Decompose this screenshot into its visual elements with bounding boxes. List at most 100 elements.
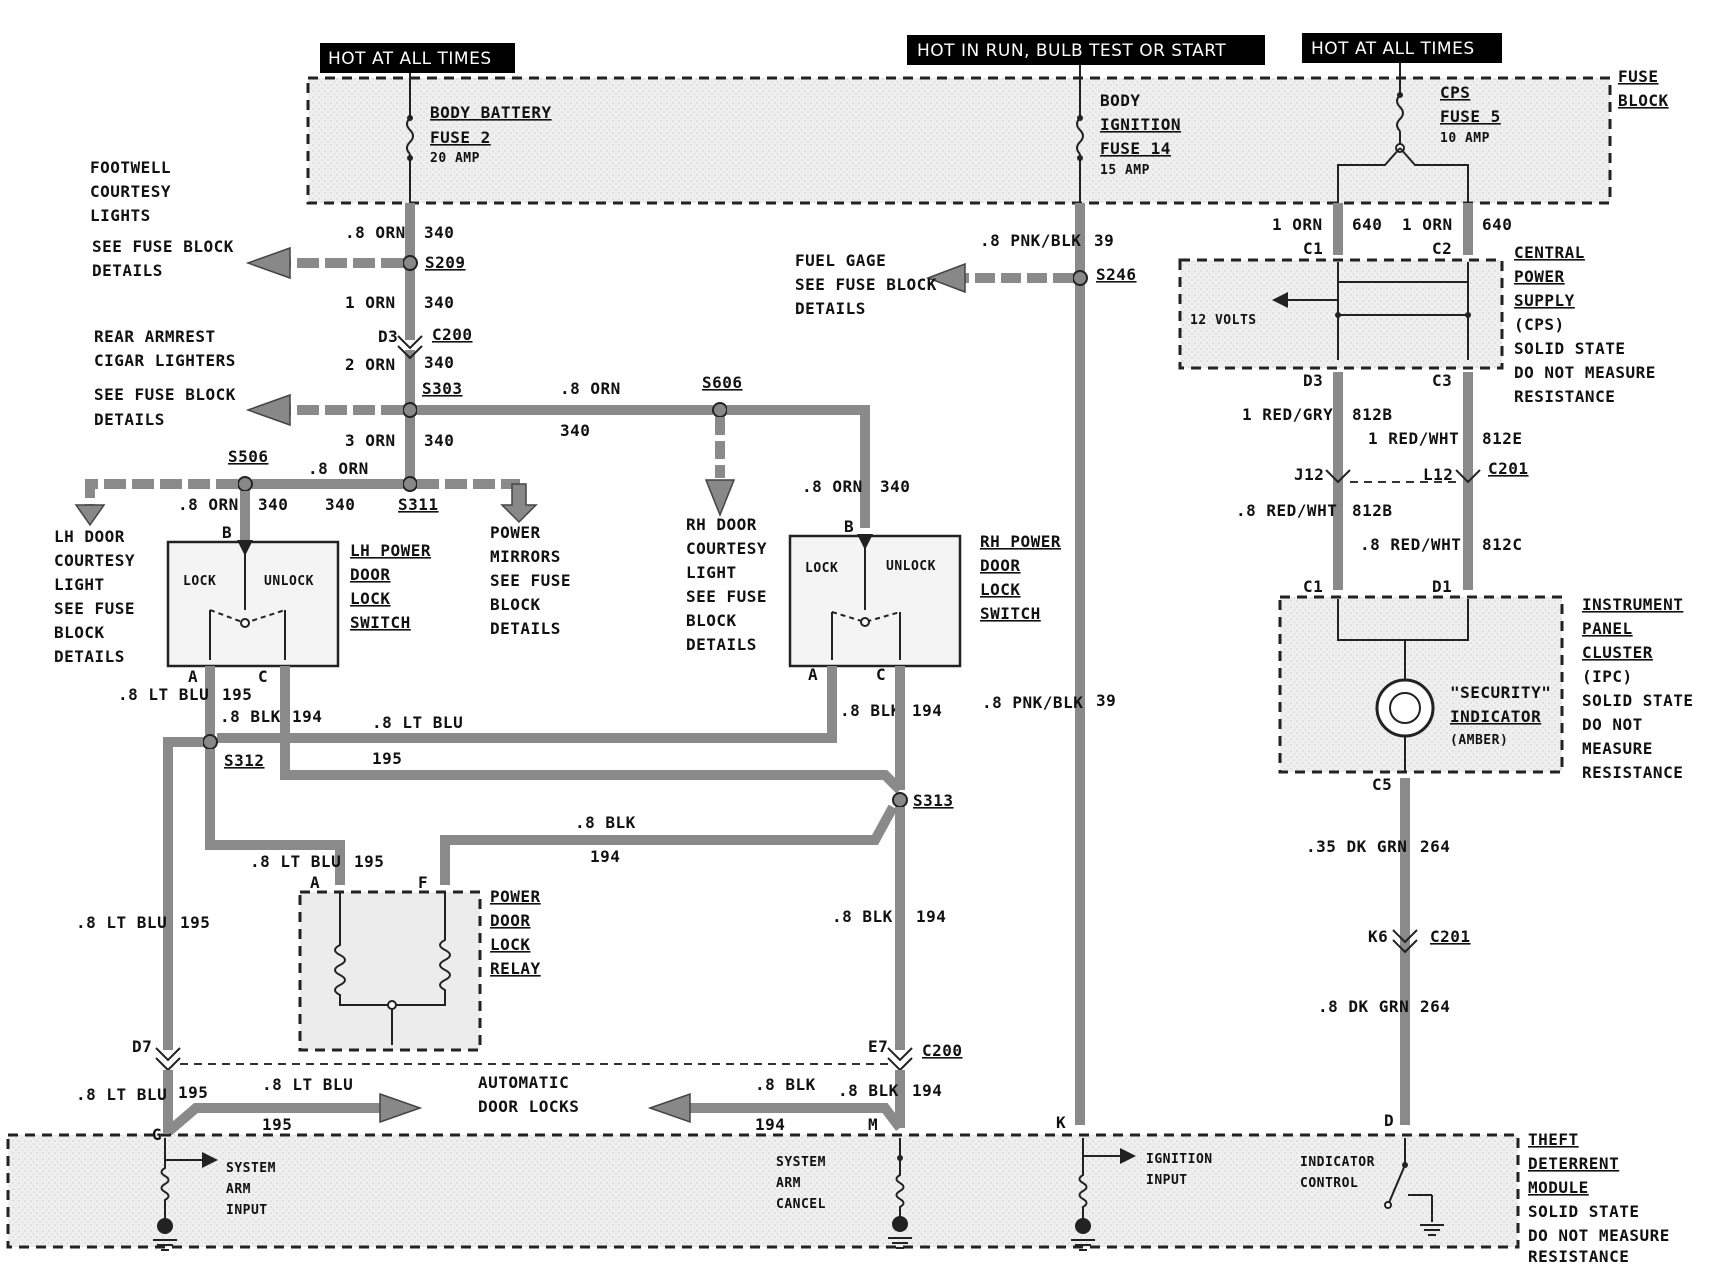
- arrow-lh-courtesy-icon: [74, 504, 106, 527]
- splice-s303: [402, 402, 418, 418]
- arrow-power-mirrors-icon: [500, 483, 538, 524]
- label-ltblu-e: .8 LT BLU: [76, 1085, 167, 1104]
- splice-s311: [402, 476, 418, 492]
- label-812b-b: 812B: [1352, 501, 1393, 520]
- label-a-rh: A: [808, 665, 818, 684]
- footwell-3: LIGHTS: [90, 206, 151, 225]
- wire-194-relay: [440, 804, 898, 885]
- label-ltblu-a: .8 LT BLU: [118, 685, 209, 704]
- label-k: K: [1056, 1113, 1066, 1132]
- relay-4: RELAY: [490, 959, 541, 978]
- label-blk-c: .8 BLK: [575, 813, 636, 832]
- rh-switch-box: [788, 534, 962, 668]
- rh-switch-3: LOCK: [980, 580, 1021, 599]
- rh-courtesy-2: COURTESY: [686, 539, 767, 558]
- label-340-rh: 340: [880, 477, 910, 496]
- fuse2-line1: BODY BATTERY: [430, 103, 552, 122]
- label-c-lh: C: [258, 667, 268, 686]
- label-blk-a: .8 BLK: [220, 707, 281, 726]
- header-hot-right: HOT AT ALL TIMES: [1302, 33, 1502, 63]
- arm-cancel-2: ARM: [776, 1176, 801, 1191]
- cps-12-volts: 12 VOLTS: [1190, 313, 1257, 328]
- arm-input-1: SYSTEM: [226, 1161, 276, 1176]
- lh-switch-4: SWITCH: [350, 613, 411, 632]
- tdm-5: DO NOT MEASURE: [1528, 1226, 1670, 1245]
- ign-input-1: IGNITION: [1146, 1152, 1213, 1167]
- label-812e: 812E: [1482, 429, 1523, 448]
- lh-switch-3: LOCK: [350, 589, 391, 608]
- fuse5-line3: 10 AMP: [1440, 131, 1490, 146]
- fuel-gage-2: SEE FUSE BLOCK: [795, 275, 937, 294]
- label-b-rh: B: [844, 517, 854, 536]
- label-l12: L12: [1423, 465, 1453, 484]
- wire-195-relay: [205, 749, 345, 885]
- fuse5-line1: CPS: [1440, 83, 1470, 102]
- auto-locks-2: DOOR LOCKS: [478, 1097, 579, 1116]
- label-b-lh: B: [222, 523, 232, 542]
- header-hot-left: HOT AT ALL TIMES: [320, 43, 515, 73]
- label-195-d: 195: [180, 913, 210, 932]
- label-195-a: 195: [222, 685, 252, 704]
- tdm-3: MODULE: [1528, 1178, 1589, 1197]
- ipc-6: DO NOT: [1582, 715, 1643, 734]
- power-mirrors-2: MIRRORS: [490, 547, 561, 566]
- label-ltblu-d: .8 LT BLU: [76, 913, 167, 932]
- cps-1: CENTRAL: [1514, 243, 1585, 262]
- label-d3-cps: D3: [1303, 371, 1323, 390]
- label-g: G: [152, 1125, 162, 1144]
- label-8orn-d: .8 ORN: [178, 495, 239, 514]
- arrow-auto-locks-left-icon: [647, 1092, 691, 1124]
- rh-courtesy-5: BLOCK: [686, 611, 737, 630]
- label-c1-cps: C1: [1303, 239, 1323, 258]
- label-194-a: 194: [292, 707, 322, 726]
- rear-armrest-2: CIGAR LIGHTERS: [94, 351, 236, 370]
- splice-s606: [712, 402, 728, 418]
- ign-input-2: INPUT: [1146, 1173, 1188, 1188]
- footwell-2: COURTESY: [90, 182, 171, 201]
- label-j12: J12: [1294, 465, 1324, 484]
- label-640-c1: 640: [1352, 215, 1382, 234]
- label-194-b: 194: [912, 701, 942, 720]
- arrow-rh-courtesy-icon: [704, 479, 736, 518]
- label-8orn-b: .8 ORN: [560, 379, 621, 398]
- see-fuse-2b: DETAILS: [94, 410, 165, 429]
- lh-courtesy-2: COURTESY: [54, 551, 135, 570]
- wire-194-lh: [280, 666, 904, 794]
- lh-courtesy-4: SEE FUSE: [54, 599, 135, 618]
- fuse-block-label-1: FUSE: [1618, 67, 1659, 86]
- label-1orn-c2: 1 ORN: [1402, 215, 1453, 234]
- wire-195-rh: [217, 666, 837, 743]
- label-m: M: [868, 1115, 878, 1134]
- arm-input-2: ARM: [226, 1182, 251, 1197]
- lh-lock-label: LOCK: [183, 574, 216, 589]
- ipc-2: PANEL: [1582, 619, 1633, 638]
- cps-2: POWER: [1514, 267, 1565, 286]
- fuse14-line1: BODY: [1100, 91, 1141, 110]
- label-264-b: 264: [1420, 997, 1450, 1016]
- fuse-14-icon: [1076, 117, 1084, 155]
- power-mirrors-1: POWER: [490, 523, 541, 542]
- ipc-4: (IPC): [1582, 667, 1633, 686]
- rh-switch-2: DOOR: [980, 556, 1021, 575]
- tdm-4: SOLID STATE: [1528, 1202, 1639, 1221]
- label-d7: D7: [132, 1037, 152, 1056]
- splice-s312: [202, 734, 218, 750]
- rh-switch-1: RH POWER: [980, 532, 1061, 551]
- arm-cancel-3: CANCEL: [776, 1197, 826, 1212]
- tdm-6: RESISTANCE: [1528, 1247, 1629, 1264]
- arm-cancel-resistor-icon: [895, 1138, 905, 1222]
- tdm-1: THEFT: [1528, 1130, 1579, 1149]
- relay-box: [298, 890, 482, 1052]
- cps-7: RESISTANCE: [1514, 387, 1615, 406]
- label-340-d: 340: [560, 421, 590, 440]
- wire-195-down: [163, 737, 203, 1050]
- label-ltblu-b: .8 LT BLU: [372, 713, 463, 732]
- label-195-c: 195: [354, 852, 384, 871]
- lh-courtesy-1: LH DOOR: [54, 527, 125, 546]
- fuse-5-icon: [1396, 94, 1404, 132]
- splice-s209: [402, 255, 418, 271]
- see-fuse-1b: DETAILS: [92, 261, 163, 280]
- label-812c: 812C: [1482, 535, 1523, 554]
- fuse-block-label-2: BLOCK: [1618, 91, 1669, 110]
- header-hot-run-text: HOT IN RUN, BULB TEST OR START: [917, 41, 1226, 61]
